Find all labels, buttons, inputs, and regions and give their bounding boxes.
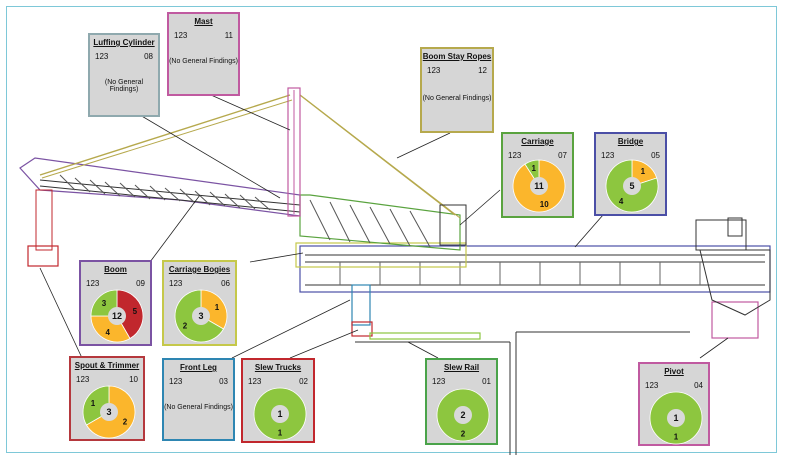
donut-segment-label: 4 bbox=[619, 197, 624, 206]
donut-segment-label: 1 bbox=[278, 429, 283, 438]
card-id: 123 bbox=[508, 151, 522, 160]
card-title: Carriage bbox=[521, 137, 554, 146]
donut-center bbox=[623, 177, 641, 195]
card-luffing-cylinder[interactable]: Luffing Cylinder 123 08 (No General Find… bbox=[88, 33, 160, 117]
card-count: 06 bbox=[221, 279, 230, 288]
donut-segment bbox=[116, 289, 144, 340]
no-findings-message: (No General Findings) bbox=[104, 79, 144, 93]
card-id: 123 bbox=[95, 52, 109, 61]
donut-segment-label: 1 bbox=[91, 399, 96, 408]
donut-total: 12 bbox=[112, 311, 122, 321]
no-findings-message: (No General Findings) bbox=[164, 404, 233, 411]
card-id: 123 bbox=[174, 31, 188, 40]
card-title: Mast bbox=[194, 17, 213, 26]
card-id: 123 bbox=[248, 377, 262, 386]
card-id: 123 bbox=[169, 279, 183, 288]
donut-center bbox=[454, 406, 472, 424]
donut-segment-label: 10 bbox=[540, 200, 549, 209]
card-id: 123 bbox=[427, 66, 441, 75]
no-findings-message: (No General Findings) bbox=[422, 95, 492, 102]
diagram-frame bbox=[6, 6, 777, 453]
card-count: 05 bbox=[651, 151, 660, 160]
donut-center bbox=[192, 307, 210, 325]
findings-donut: 22 bbox=[436, 388, 490, 442]
donut-total: 11 bbox=[534, 181, 544, 191]
card-count: 07 bbox=[558, 151, 567, 160]
card-title: Pivot bbox=[664, 367, 684, 376]
card-front-leg[interactable]: Front Leg 123 03 (No General Findings) bbox=[162, 358, 235, 441]
card-count: 08 bbox=[144, 52, 153, 61]
findings-donut: 11 bbox=[253, 387, 307, 441]
card-count: 11 bbox=[224, 31, 233, 40]
donut-total: 2 bbox=[460, 410, 465, 420]
donut-center bbox=[108, 307, 126, 325]
card-count: 01 bbox=[482, 377, 491, 386]
card-count: 03 bbox=[219, 377, 228, 386]
card-count: 02 bbox=[299, 377, 308, 386]
card-count: 12 bbox=[478, 66, 487, 75]
donut-segment-label: 2 bbox=[183, 321, 188, 330]
findings-donut: 5 4 3 12 bbox=[90, 289, 144, 343]
card-boom-stay-ropes[interactable]: Boom Stay Ropes 123 12 (No General Findi… bbox=[420, 47, 494, 133]
no-findings-message: (No General Findings) bbox=[169, 58, 238, 65]
donut-segment-label: 4 bbox=[106, 328, 111, 337]
donut-total: 1 bbox=[277, 409, 282, 419]
donut-segment-label: 1 bbox=[215, 303, 220, 312]
card-id: 123 bbox=[76, 375, 90, 384]
donut-segment bbox=[90, 289, 118, 317]
card-count: 04 bbox=[694, 381, 703, 390]
card-title: Boom bbox=[104, 265, 127, 274]
card-id: 123 bbox=[601, 151, 615, 160]
card-title: Front Leg bbox=[180, 363, 217, 372]
donut-segment-label: 1 bbox=[641, 167, 646, 176]
donut-segment-label: 5 bbox=[133, 307, 138, 316]
donut-segment-label: 2 bbox=[123, 417, 128, 426]
donut-segment bbox=[605, 159, 659, 213]
donut-segment-label: 2 bbox=[461, 430, 466, 439]
findings-donut: 1 45 bbox=[605, 159, 659, 213]
findings-donut: 1 2 3 bbox=[174, 289, 228, 343]
donut-segment-label: 1 bbox=[674, 433, 679, 442]
card-title: Bridge bbox=[617, 137, 644, 146]
donut-total: 1 bbox=[673, 413, 678, 423]
card-title: Luffing Cylinder bbox=[93, 38, 155, 47]
findings-donut: 2 1 3 bbox=[82, 385, 136, 439]
card-title: Carriage Bogies bbox=[168, 265, 231, 274]
donut-center bbox=[667, 409, 685, 427]
card-title: Spout & Trimmer bbox=[74, 361, 140, 370]
donut-total: 3 bbox=[198, 311, 203, 321]
donut-center bbox=[271, 405, 289, 423]
card-id: 123 bbox=[432, 377, 446, 386]
donut-segment-label: 3 bbox=[102, 299, 107, 308]
card-boom[interactable]: Boom 123 09 5 4 3 12 bbox=[79, 260, 152, 346]
donut-total: 5 bbox=[629, 181, 634, 191]
card-id: 123 bbox=[86, 279, 100, 288]
card-spout-trimmer[interactable]: Spout & Trimmer 123 10 2 1 3 bbox=[69, 356, 145, 441]
card-title: Boom Stay Ropes bbox=[422, 52, 492, 61]
donut-center bbox=[530, 177, 548, 195]
findings-donut: 11 bbox=[649, 391, 703, 445]
card-count: 09 bbox=[136, 279, 145, 288]
donut-segment-label: 1 bbox=[532, 164, 537, 173]
donut-center bbox=[100, 403, 118, 421]
card-mast[interactable]: Mast 123 11 (No General Findings) bbox=[167, 12, 240, 96]
donut-total: 3 bbox=[106, 407, 111, 417]
card-id: 123 bbox=[169, 377, 183, 386]
card-count: 10 bbox=[129, 375, 138, 384]
card-title: Slew Trucks bbox=[254, 363, 302, 372]
card-id: 123 bbox=[645, 381, 659, 390]
card-title: Slew Rail bbox=[443, 363, 480, 372]
